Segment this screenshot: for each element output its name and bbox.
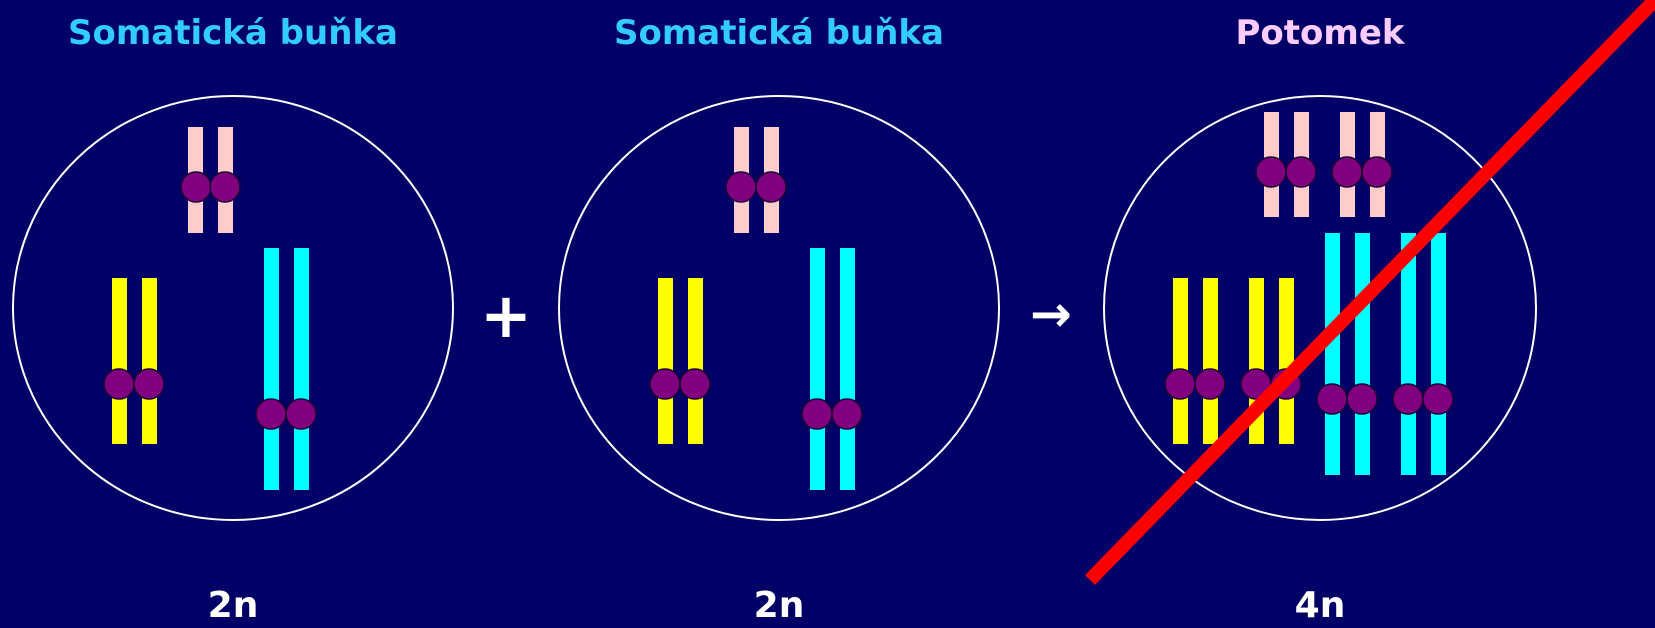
chromosome-pair-pink [180, 127, 241, 233]
centromere [1392, 383, 1424, 415]
chromosome-pair-yellow [649, 278, 711, 444]
centromere [103, 368, 135, 400]
chromosome-pair-yellow [103, 278, 165, 444]
chromatid [1279, 278, 1294, 444]
centromere [1346, 383, 1378, 415]
cell-2-title: Somatická buňka [614, 13, 944, 53]
centromere [1361, 156, 1393, 188]
offspring-ploidy: 4n [1294, 585, 1346, 626]
chromosome-pair-cyan [255, 248, 317, 490]
plus-sign: + [480, 279, 532, 352]
chromatid [294, 248, 309, 490]
chromatid [1173, 278, 1188, 444]
chromatid [688, 278, 703, 444]
chromosome-pair-cyan [1392, 233, 1454, 475]
cell-1-ploidy: 2n [207, 585, 259, 626]
chromatid [1401, 233, 1416, 475]
cell-2-membrane [558, 95, 1000, 521]
chromatid [264, 248, 279, 490]
offspring-title: Potomek [1235, 13, 1405, 53]
centromere [1194, 368, 1226, 400]
centromere [679, 368, 711, 400]
right-arrow-icon: → [1030, 285, 1072, 343]
cell-1-title: Somatická buňka [68, 13, 398, 53]
cell-1 [12, 95, 454, 521]
chromosome-pair-pink [1331, 112, 1393, 217]
chromosome-pair-pink [725, 127, 787, 233]
centromere [725, 171, 757, 203]
chromatid [1355, 233, 1370, 475]
chromosome-pair-cyan [801, 248, 863, 490]
centromere [755, 171, 787, 203]
centromere [180, 171, 212, 203]
chromatid [1431, 233, 1446, 475]
centromere [649, 368, 681, 400]
strike-out-line [1084, 0, 1655, 585]
chromatid [142, 278, 157, 444]
centromere [801, 398, 833, 430]
offspring-cell-membrane [1103, 95, 1537, 521]
centromere [209, 171, 241, 203]
chromatid [1325, 233, 1340, 475]
centromere [1316, 383, 1348, 415]
centromere [1255, 156, 1287, 188]
chromosome-pair-pink [1255, 112, 1317, 217]
centromere [133, 368, 165, 400]
centromere [255, 398, 287, 430]
centromere [1164, 368, 1196, 400]
centromere [831, 398, 863, 430]
chromatid [840, 248, 855, 490]
chromosome-pair-yellow [1164, 278, 1226, 444]
chromatid [112, 278, 127, 444]
cell-2 [558, 95, 1000, 521]
chromatid [1203, 278, 1218, 444]
centromere [285, 398, 317, 430]
centromere [1331, 156, 1363, 188]
centromere [1422, 383, 1454, 415]
chromatid [658, 278, 673, 444]
cell-1-membrane [12, 95, 454, 521]
chromosome-pair-cyan [1316, 233, 1378, 475]
chromatid [810, 248, 825, 490]
cell-2-ploidy: 2n [753, 585, 805, 626]
centromere [1285, 156, 1317, 188]
offspring-cell [1103, 95, 1537, 521]
